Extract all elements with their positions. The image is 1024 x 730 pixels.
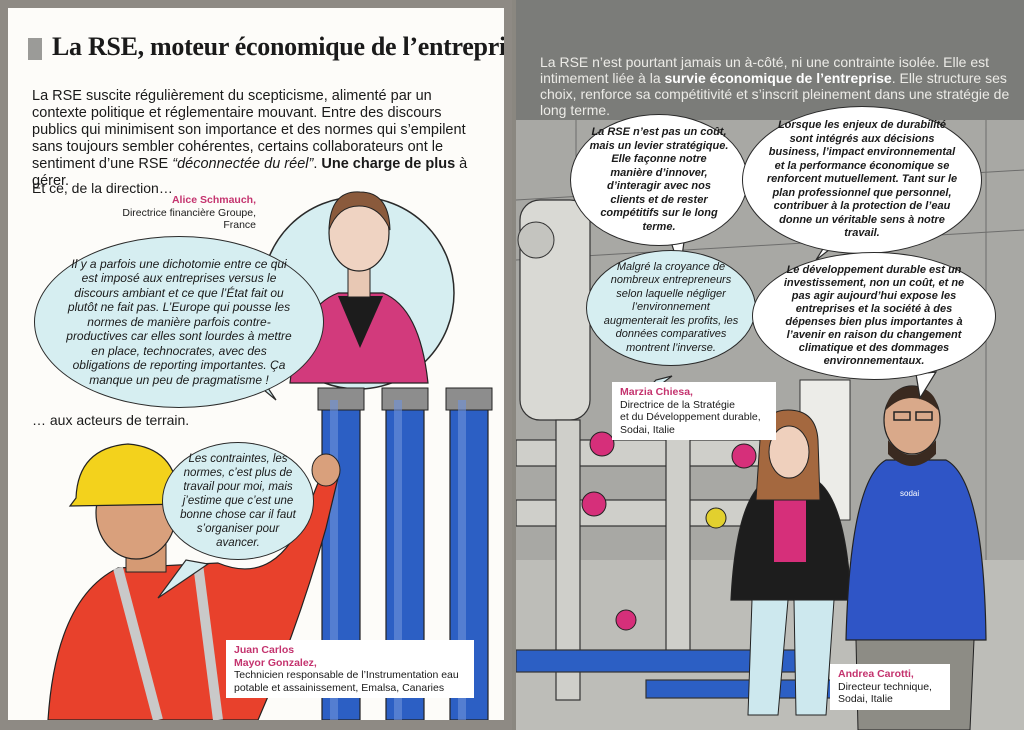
intro-text: La RSE suscite régulièrement du sceptici… <box>32 88 466 172</box>
marzia-label: Marzia Chiesa, Directrice de la Stratégi… <box>612 382 776 440</box>
lead-field: … aux acteurs de terrain. <box>32 412 190 428</box>
person-role: Technicien responsable de l’Instrumentat… <box>234 669 459 681</box>
quote-bubble-durabilite: Lorsque les enjeux de durabilité sont in… <box>742 106 982 254</box>
person-role: Sodai, Italie <box>620 423 675 436</box>
person-role: et du Développement durable, <box>620 411 761 423</box>
quote-text: La RSE n’est pas un coût, mais un levier… <box>589 126 729 233</box>
right-intro-paragraph: La RSE n’est pourtant jamais un à-côté, … <box>540 54 1010 118</box>
quote-bubble-alice: Il y a parfois une dichotomie entre ce q… <box>34 236 324 408</box>
person-name: Juan Carlos <box>234 644 295 656</box>
left-page: La RSE, moteur économique de l’entrepris… <box>8 8 504 720</box>
intro-bold: survie économique de l’entreprise <box>664 70 892 86</box>
bubble-tail <box>157 559 210 599</box>
intro-bold: Une charge de plus <box>321 156 456 172</box>
left-panel: La RSE, moteur économique de l’entrepris… <box>8 8 504 720</box>
person-name: Marzia Chiesa, <box>620 386 693 398</box>
person-role: Sodai, Italie <box>838 693 893 705</box>
person-name: Andrea Carotti, <box>838 668 914 680</box>
juan-label: Juan Carlos Mayor Gonzalez, Technicien r… <box>226 640 474 698</box>
intro-paragraph: La RSE suscite régulièrement du sceptici… <box>32 88 478 190</box>
person-role: Directrice de la Stratégie <box>620 398 735 411</box>
quote-text: Le développement durable est un investis… <box>783 264 965 367</box>
person-role: Directeur technique, <box>838 680 932 693</box>
intro-text: . <box>313 156 322 172</box>
quote-bubble-marzia: Malgré la croyance de nombreux entrepren… <box>586 250 756 366</box>
person-role: potable et assainissement, Emalsa, Canar… <box>234 681 445 694</box>
quote-bubble-developpement: Le développement durable est un investis… <box>752 252 996 380</box>
intro-text: . Elle structure ses choix, renforce sa … <box>540 70 1010 118</box>
quote-text: Malgré la croyance de nombreux entrepren… <box>603 260 739 354</box>
shirt-logo: sodai <box>900 489 919 498</box>
quote-text: Il y a parfois une dichotomie entre ce q… <box>66 256 292 387</box>
intro-quote: “déconnectée du réel” <box>172 156 314 172</box>
title-marker <box>28 38 42 60</box>
right-page: sodai La RSE n’est pourtant jamais un à-… <box>516 0 1024 730</box>
quote-bubble-rse: La RSE n’est pas un coût, mais un levier… <box>570 114 748 246</box>
person-role: Directrice financière Groupe, <box>122 206 256 219</box>
intro-text: La RSE n’est pourtant jamais un à-côté, … <box>540 54 990 86</box>
alice-label: Alice Schmauch, Directrice financière Gr… <box>104 194 256 232</box>
valves <box>581 431 757 631</box>
quote-text: Lorsque les enjeux de durabilité sont in… <box>766 119 958 240</box>
person-name: Alice Schmauch, <box>171 194 256 206</box>
person-role: France <box>223 219 256 231</box>
person-name: Mayor Gonzalez, <box>234 656 317 669</box>
quote-bubble-juan: Les contraintes, les normes, c’est plus … <box>162 442 314 560</box>
intro-text: à gérer. <box>32 156 468 189</box>
quote-text: Les contraintes, les normes, c’est plus … <box>180 453 296 549</box>
andrea-label: Andrea Carotti, Directeur technique, Sod… <box>830 664 950 710</box>
page-title: La RSE, moteur économique de l’entrepris… <box>52 32 504 61</box>
lead-direction: Et ce, de la direction… <box>32 180 173 196</box>
alice-figure <box>289 191 429 384</box>
